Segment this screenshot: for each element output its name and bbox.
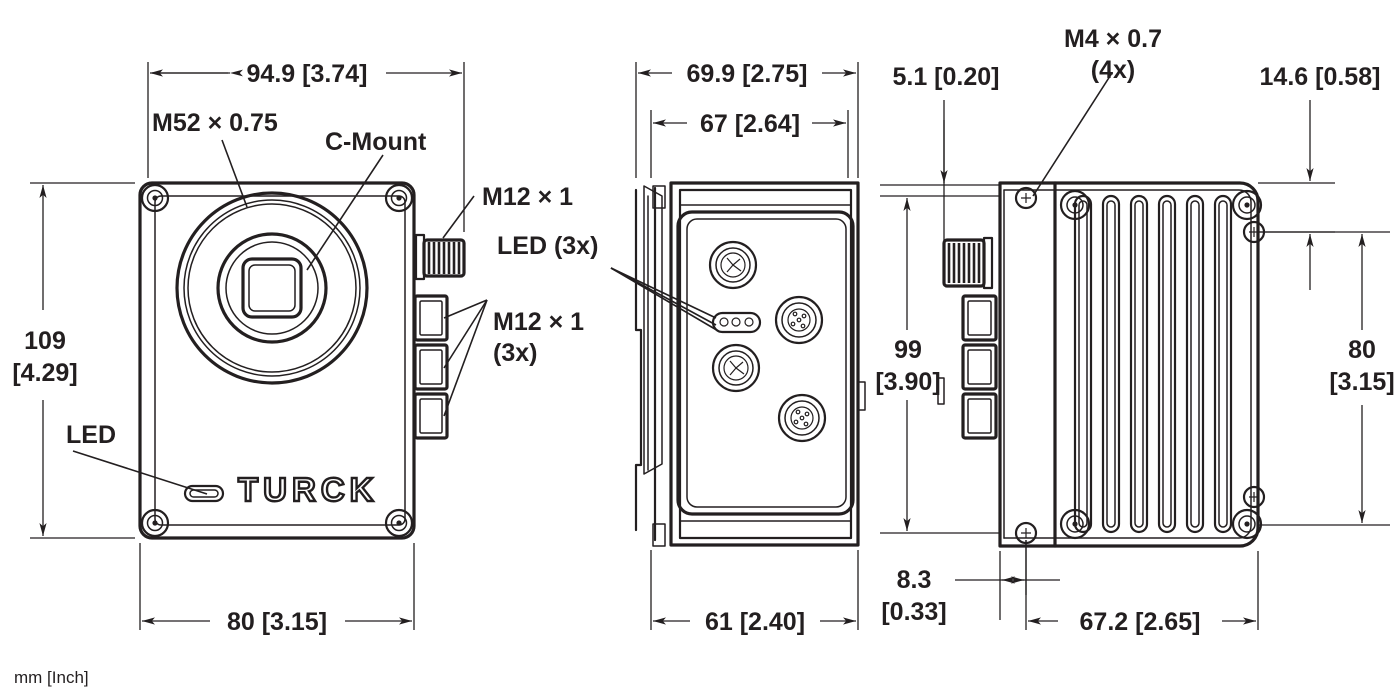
dim-rear-top-left: 5.1 [0.20] [880, 63, 1000, 285]
rear-m4-hole-br [1242, 485, 1266, 509]
rear-boss-tr [1231, 189, 1263, 221]
dim-rear-right: 80 [3.15] [1258, 231, 1395, 526]
side-body-outline [669, 181, 860, 547]
front-corner-boss-tr [384, 183, 414, 213]
rear-heatsink-fins [1073, 194, 1233, 534]
dim-side-top-outer: 69.9 [2.75] [635, 60, 859, 178]
front-port-3 [413, 392, 449, 440]
side-bezel-tab-bottom [652, 523, 666, 547]
callout-m4-line1: M4 × 0.7 [1064, 25, 1162, 53]
side-right-nub [857, 381, 866, 411]
leader-m12-single [442, 195, 475, 239]
side-connector-3 [711, 343, 761, 393]
side-bezel-tab-top [652, 185, 666, 209]
side-bezel-left-edge [634, 188, 643, 532]
dim-side-bottom-label: 61 [2.40] [705, 608, 805, 636]
callout-led: LED [66, 421, 116, 449]
side-body-inner [678, 188, 853, 540]
units-note: mm [Inch] [14, 668, 89, 687]
dim-side-top-outer-label: 69.9 [2.75] [687, 60, 808, 88]
callout-m4-line2: (4x) [1091, 56, 1135, 84]
callout-m12-3x-line2: (3x) [493, 339, 537, 367]
front-port-2 [413, 343, 449, 391]
dim-front-left-line1: 109 [24, 327, 66, 355]
dim-rear-left-line2: [3.90] [875, 368, 940, 396]
dim-rear-left: 99 [3.90] [875, 195, 1000, 534]
rear-left-nub [937, 377, 945, 405]
leader-m12-3x-c [443, 299, 488, 417]
rear-m4-hole-tl [1014, 186, 1038, 210]
leader-side-led-c [610, 267, 721, 333]
turck-logo: TURCK [237, 470, 378, 509]
callout-c-mount: C-Mount [325, 128, 427, 156]
dim-front-bottom-label: 80 [3.15] [227, 608, 327, 636]
dim-front-top-label: 94.9 [3.74] [247, 60, 368, 88]
rear-view: M4 × 0.7 (4x) 5.1 [0.20] 14.6 [0.58] [875, 25, 1394, 636]
dim-rear-right-line2: [3.15] [1329, 368, 1394, 396]
front-view: TURCK M52 × 0.75 C-Mount M12 × 1 LED (3x… [12, 60, 598, 636]
dim-front-left: 109 [4.29] [12, 182, 135, 539]
dim-front-top: 94.9 [3.74] [147, 60, 465, 232]
dim-rear-left-line1: 99 [894, 336, 922, 364]
rear-port-1 [961, 294, 998, 342]
dim-rear-right-line1: 80 [1348, 336, 1376, 364]
rear-body-outline [998, 181, 1260, 548]
leader-m4 [1032, 72, 1113, 197]
callout-m52: M52 × 0.75 [152, 109, 278, 137]
rear-port-3 [961, 392, 998, 440]
callout-m12-single: M12 × 1 [482, 183, 573, 211]
rear-boss-br [1231, 508, 1263, 540]
dim-rear-bottom-left-line1: 8.3 [897, 566, 932, 594]
front-corner-boss-bl [140, 508, 170, 538]
leader-cmount [306, 154, 384, 271]
side-bezel-plate [643, 185, 663, 475]
front-led-indicator [183, 484, 225, 503]
leader-side-led-a [610, 267, 717, 319]
leader-led [72, 450, 208, 495]
dim-side-top-inner-label: 67 [2.64] [700, 110, 800, 138]
front-corner-boss-tl [140, 183, 170, 213]
side-led-3x [711, 311, 762, 334]
dim-rear-top-left-label: 5.1 [0.20] [892, 63, 999, 91]
dim-side-bottom: 61 [2.40] [650, 550, 859, 636]
rear-connector-knurled [942, 236, 994, 290]
leader-m12-3x-a [443, 299, 488, 319]
front-connector-m12-knurled [414, 233, 466, 281]
callout-m12-3x-line1: M12 × 1 [493, 308, 584, 336]
dim-rear-top-right-label: 14.6 [0.58] [1260, 63, 1381, 91]
dim-front-bottom: 80 [3.15] [139, 543, 415, 636]
side-face-plate-inner [686, 218, 847, 508]
side-face-plate [676, 210, 855, 516]
rear-boss-bl [1059, 508, 1091, 540]
dim-front-left-line2: [4.29] [12, 359, 77, 387]
rear-port-2 [961, 343, 998, 391]
side-connector-1 [708, 240, 758, 290]
lens-assembly [175, 191, 369, 385]
rear-boss-tl [1059, 189, 1091, 221]
side-connector-4 [777, 393, 827, 443]
dim-rear-bottom-right-label: 67.2 [2.65] [1080, 608, 1201, 636]
leader-m12-3x-b [443, 299, 488, 369]
leader-m52 [221, 139, 248, 208]
front-corner-boss-br [384, 508, 414, 538]
dim-rear-bottom-right: 67.2 [2.65] [1025, 540, 1259, 636]
callout-led-3x: LED (3x) [497, 232, 598, 260]
dim-side-top-inner: 67 [2.64] [650, 110, 849, 178]
side-connector-2 [774, 295, 824, 345]
side-view: 69.9 [2.75] 67 [2.64] 61 [2.40] [610, 60, 866, 636]
dim-rear-bottom-left: 8.3 [0.33] [881, 540, 1060, 626]
front-port-1 [413, 294, 449, 342]
svg-text:TURCK: TURCK [238, 471, 378, 508]
front-body-outline [138, 181, 416, 540]
dim-rear-bottom-left-line2: [0.33] [881, 598, 946, 626]
